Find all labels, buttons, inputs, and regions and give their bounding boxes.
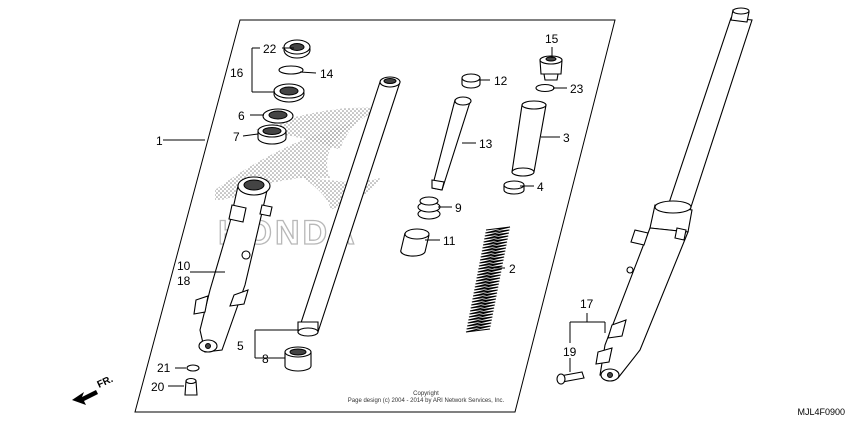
guide-bushing-part	[257, 124, 287, 145]
part-label-9: 9	[455, 201, 462, 215]
leader-lines	[163, 47, 606, 387]
oil-seal-part	[273, 83, 305, 103]
oil-lock-piece-part	[400, 228, 430, 257]
part-label-1: 1	[156, 134, 163, 148]
pinch-bolt-part	[556, 371, 585, 385]
part-label-8: 8	[262, 352, 269, 366]
part-label-18: 18	[177, 274, 191, 288]
part-label-21: 21	[157, 361, 171, 375]
front-fork-assembly-part	[595, 7, 753, 382]
spacer-part	[511, 100, 547, 177]
direction-arrow-icon	[72, 390, 98, 405]
backup-ring-part	[262, 108, 294, 124]
direction-label: FR.	[96, 374, 115, 391]
fork-group-outline	[134, 19, 616, 413]
part-label-2: 2	[509, 262, 516, 276]
socket-bolt-part	[184, 377, 198, 396]
rebound-spring-part	[461, 73, 481, 89]
part-label-12: 12	[494, 74, 508, 88]
spring-seat-part	[503, 180, 525, 195]
fork-bolt-part	[539, 55, 563, 81]
valve-part	[417, 196, 441, 220]
washer-part	[186, 364, 200, 372]
part-label-17: 17	[580, 297, 594, 311]
part-label-16: 16	[230, 66, 244, 80]
o-ring-part	[535, 83, 555, 93]
part-label-4: 4	[537, 180, 544, 194]
part-label-13: 13	[479, 137, 493, 151]
part-label-10: 10	[177, 259, 191, 273]
piston-rod-part	[431, 96, 472, 191]
fork-slider-part	[193, 176, 273, 353]
front-direction-indicator: FR.	[72, 374, 115, 405]
part-label-15: 15	[545, 32, 559, 46]
part-label-19: 19	[563, 345, 577, 359]
fork-pipe-part	[297, 76, 401, 337]
dust-seal-part	[283, 39, 311, 59]
part-label-3: 3	[563, 131, 570, 145]
stopper-ring-part	[278, 65, 304, 75]
part-label-5: 5	[237, 339, 244, 353]
part-label-7: 7	[233, 130, 240, 144]
part-label-6: 6	[238, 109, 245, 123]
slider-bushing-part	[284, 346, 312, 372]
part-label-23: 23	[570, 82, 584, 96]
diagram-code: MJL4F0900	[797, 407, 845, 417]
copyright-line-2: Page design (c) 2004 - 2014 by ARI Netwo…	[348, 398, 505, 404]
part-label-20: 20	[151, 380, 165, 394]
fork-spring-part	[465, 226, 511, 333]
part-labels: 1 2 3 4 5 6 7 8 9 10 11 12 13 14 15 16 1…	[151, 32, 594, 394]
part-label-22: 22	[263, 42, 277, 56]
copyright-line-1: Copyright	[413, 391, 439, 397]
part-label-14: 14	[320, 67, 334, 81]
part-label-11: 11	[443, 234, 456, 248]
